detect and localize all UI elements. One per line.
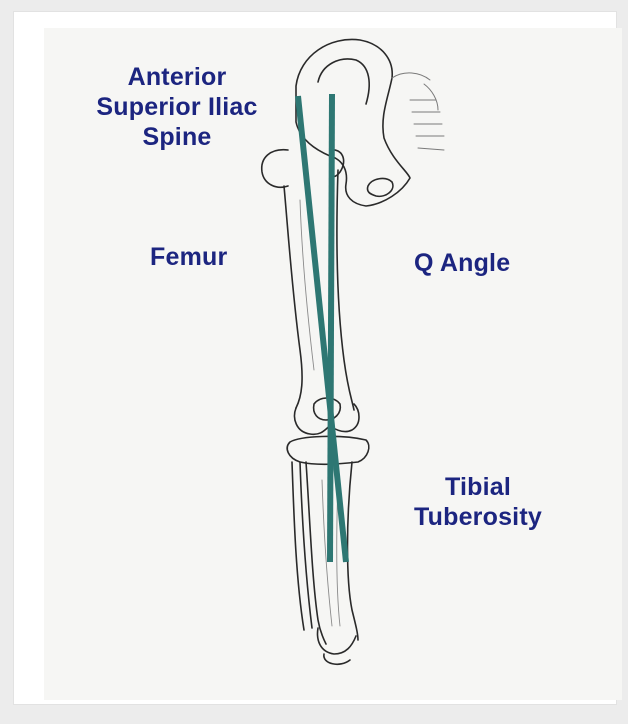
asis-label-line-2: Superior Iliac — [62, 92, 292, 122]
pelvis-bone — [296, 39, 410, 206]
tibial-label-line-1: Tibial — [388, 472, 568, 502]
sacrum-sketch — [392, 73, 444, 150]
ankle — [318, 628, 356, 654]
femoral-condyles — [295, 404, 359, 434]
patella-to-tibial-tuberosity-line — [330, 94, 332, 562]
tibial-label-line-2: Tuberosity — [388, 502, 568, 532]
tibial-tuberosity-label: Tibial Tuberosity — [388, 472, 568, 532]
asis-label-line-1: Anterior — [62, 62, 292, 92]
asis-label-line-3: Spine — [62, 122, 292, 152]
femur-head — [262, 150, 288, 187]
pelvis-inner-line — [318, 59, 369, 104]
obturator-foramen — [367, 179, 392, 197]
asis-label: Anterior Superior Iliac Spine — [62, 62, 292, 152]
fibula — [292, 462, 312, 630]
talus — [324, 654, 350, 664]
femur-label: Femur — [150, 242, 227, 272]
q-angle-label: Q Angle — [414, 248, 510, 278]
